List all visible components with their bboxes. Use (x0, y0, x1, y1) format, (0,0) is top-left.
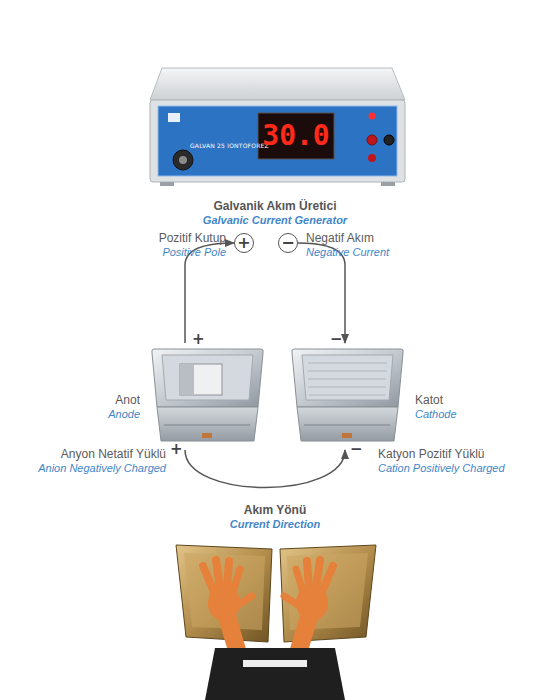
tray-inner (162, 355, 253, 400)
right-hand (284, 560, 333, 660)
device-switch (368, 154, 376, 162)
cathode-tray-drawing (292, 349, 404, 441)
finger (203, 566, 214, 592)
cathode-tray: KatotCathode (290, 345, 405, 442)
tray-connector (342, 433, 352, 438)
negative-terminal: − (278, 233, 298, 253)
device-top (150, 68, 405, 100)
finger (216, 560, 220, 588)
polarity-sign: + (192, 330, 205, 348)
gold-tray (280, 545, 376, 642)
tray-front (157, 407, 258, 441)
device-front (150, 100, 405, 182)
positive-terminal: + (234, 233, 254, 253)
tray-front (297, 407, 398, 441)
finger (316, 560, 320, 588)
pole-label: Negatif Akım (306, 231, 374, 245)
tray-rim (152, 349, 264, 407)
current-direction-label-english: Current Direction (230, 518, 320, 530)
device-foot (381, 182, 395, 186)
device-led (369, 113, 376, 120)
device-knob (173, 150, 193, 170)
polarity-sign: − (350, 440, 363, 458)
generator-device: GALVAN 25 IONTOFOREZ30.0 (150, 65, 405, 185)
device-knob-cap (179, 156, 187, 164)
anode-tray-drawing (152, 349, 264, 441)
current-arrow (298, 243, 345, 343)
tray-name: Katot (415, 393, 443, 407)
finger (233, 569, 240, 592)
generator-device-drawing (150, 68, 405, 186)
device-panel (158, 106, 397, 176)
current-direction-label: Akım Yönü (244, 503, 306, 517)
tray-inner (302, 355, 393, 400)
tray-seam (304, 425, 390, 426)
display-value: 30.0 (258, 113, 334, 159)
device-terminal (367, 135, 377, 145)
current-arrow (185, 450, 345, 488)
pole-label-english: Negative Current (306, 246, 389, 258)
device-display (258, 113, 334, 159)
electrode-shade (180, 364, 194, 395)
finger (296, 569, 303, 592)
electrode-plate (180, 364, 222, 395)
ion-label-english: Cation Positively Charged (378, 462, 505, 474)
polarity-sign: − (330, 330, 343, 348)
device-terminal (384, 135, 394, 145)
ion-label: Katyon Pozitif Yüklü (378, 447, 485, 461)
body (205, 648, 345, 700)
anode-tray: AnotAnode (150, 345, 265, 442)
tray-name: Anot (115, 393, 140, 407)
device-brand: GALVAN 25 IONTOFOREZ (190, 142, 269, 149)
tray-rim (292, 349, 404, 407)
device-logo (168, 113, 180, 122)
palm (296, 585, 328, 621)
finger (322, 566, 333, 592)
tray-connector (202, 433, 212, 438)
tray-name-english: Cathode (415, 408, 457, 420)
device-title: Galvanik Akım Üretici (214, 199, 337, 213)
finger (307, 561, 309, 588)
tray-name-english: Anode (108, 408, 140, 420)
treatment-photo (176, 545, 376, 700)
pole-label: Pozitif Kutup (159, 231, 226, 245)
ion-label-english: Anion Negatively Charged (38, 462, 166, 474)
tray-ripples (308, 363, 387, 395)
thumb (238, 596, 252, 605)
current-arrow (185, 243, 234, 343)
thumb (284, 596, 298, 605)
device-foot (160, 182, 174, 186)
left-hand (203, 560, 252, 660)
pole-sign: − (279, 234, 297, 252)
pole-sign: + (235, 234, 253, 252)
tray-seam (164, 425, 250, 426)
polarity-sign: + (170, 440, 183, 458)
gold-tray-inner (184, 553, 265, 630)
pole-label-english: Positive Pole (162, 246, 226, 258)
device-title-english: Galvanic Current Generator (203, 214, 347, 226)
finger (227, 561, 229, 588)
ion-label: Anyon Netatif Yüklü (61, 447, 166, 461)
palm (208, 585, 240, 621)
shirt-band (243, 660, 307, 667)
